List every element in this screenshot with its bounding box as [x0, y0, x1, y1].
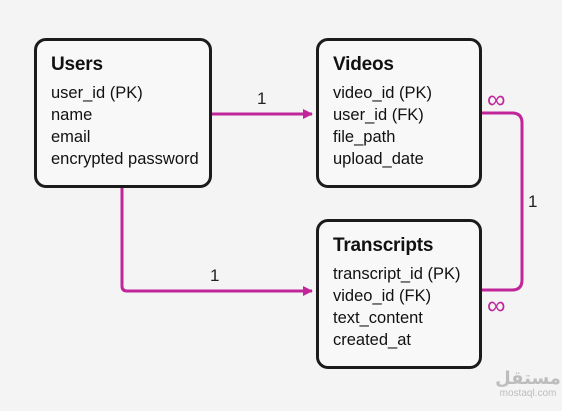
entity-videos-field: file_path: [333, 128, 396, 146]
transcripts-many-symbol: ∞: [487, 290, 506, 320]
entity-transcripts: Transcripts transcript_id (PK) video_id …: [316, 219, 482, 369]
videos-many-symbol: ∞: [487, 84, 506, 114]
entity-transcripts-field: video_id (FK): [333, 287, 432, 305]
watermark-url: mostaql.com: [499, 388, 557, 399]
watermark-logo: مستقل mostaql.com: [494, 368, 562, 400]
videos-to-transcripts-connector: [482, 111, 524, 292]
entity-videos-field: video_id (PK): [333, 84, 433, 102]
videos-transcripts-cardinality-label: 1: [528, 192, 538, 211]
users-to-transcripts-connector: [120, 188, 313, 296]
entity-videos-title: Videos: [333, 54, 394, 75]
entity-videos: Videos video_id (PK) user_id (FK) file_p…: [316, 38, 482, 188]
entity-transcripts-field: created_at: [333, 331, 411, 349]
watermark-text: مستقل: [495, 368, 561, 388]
entity-videos-field: upload_date: [333, 150, 424, 168]
entity-transcripts-field: transcript_id (PK): [333, 265, 461, 283]
entity-users-field: user_id (PK): [51, 84, 143, 102]
entity-videos-field: user_id (FK): [333, 106, 424, 124]
users-videos-cardinality-label: 1: [257, 89, 267, 108]
entity-users: Users user_id (PK) name email encrypted …: [34, 38, 212, 188]
entity-users-title: Users: [51, 54, 103, 75]
entity-users-field: encrypted password: [51, 150, 199, 168]
entity-transcripts-title: Transcripts: [333, 235, 434, 256]
entity-transcripts-field: text_content: [333, 309, 423, 327]
entity-users-field: email: [51, 128, 91, 146]
entity-users-field: name: [51, 106, 93, 124]
users-transcripts-cardinality-label: 1: [210, 266, 220, 285]
